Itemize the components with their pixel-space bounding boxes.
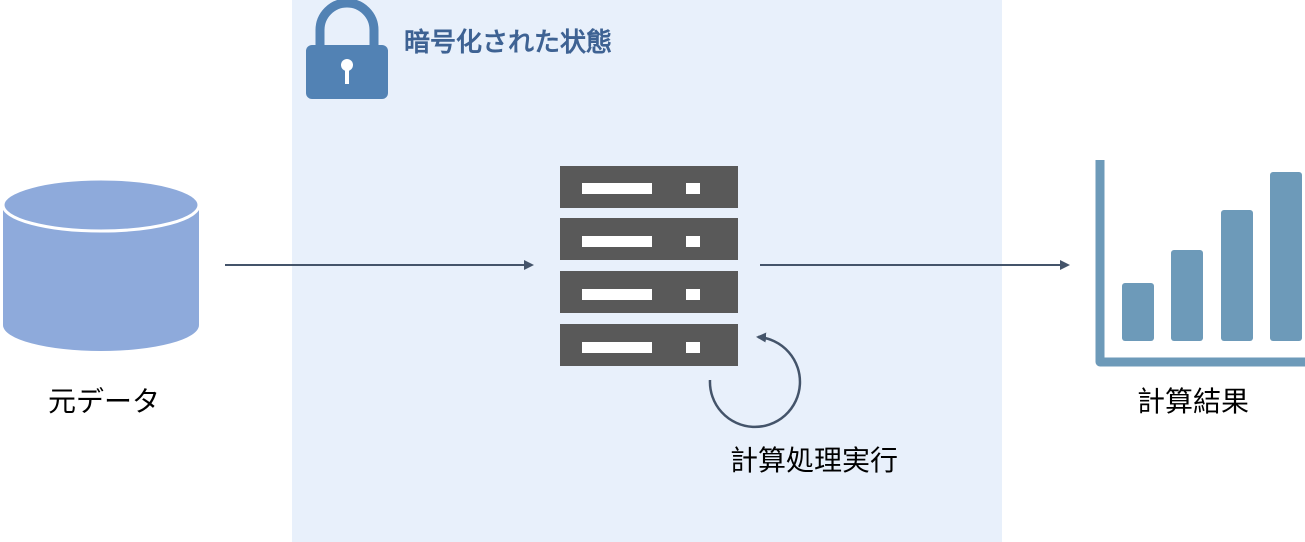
bar-1 [1122,283,1154,341]
lock-icon [306,0,388,99]
process-label: 計算処理実行 [730,444,899,477]
zone-title: 暗号化された状態 [404,28,613,58]
loop-arrow-icon [708,332,802,429]
bar-chart-icon [1095,160,1305,367]
bar-2 [1171,250,1203,341]
server-icon [560,166,738,366]
bar-3 [1221,210,1253,341]
result-label: 計算結果 [1137,385,1250,418]
source-data-label: 元データ [48,385,161,418]
database-icon [1,177,201,351]
bar-4 [1270,172,1302,341]
